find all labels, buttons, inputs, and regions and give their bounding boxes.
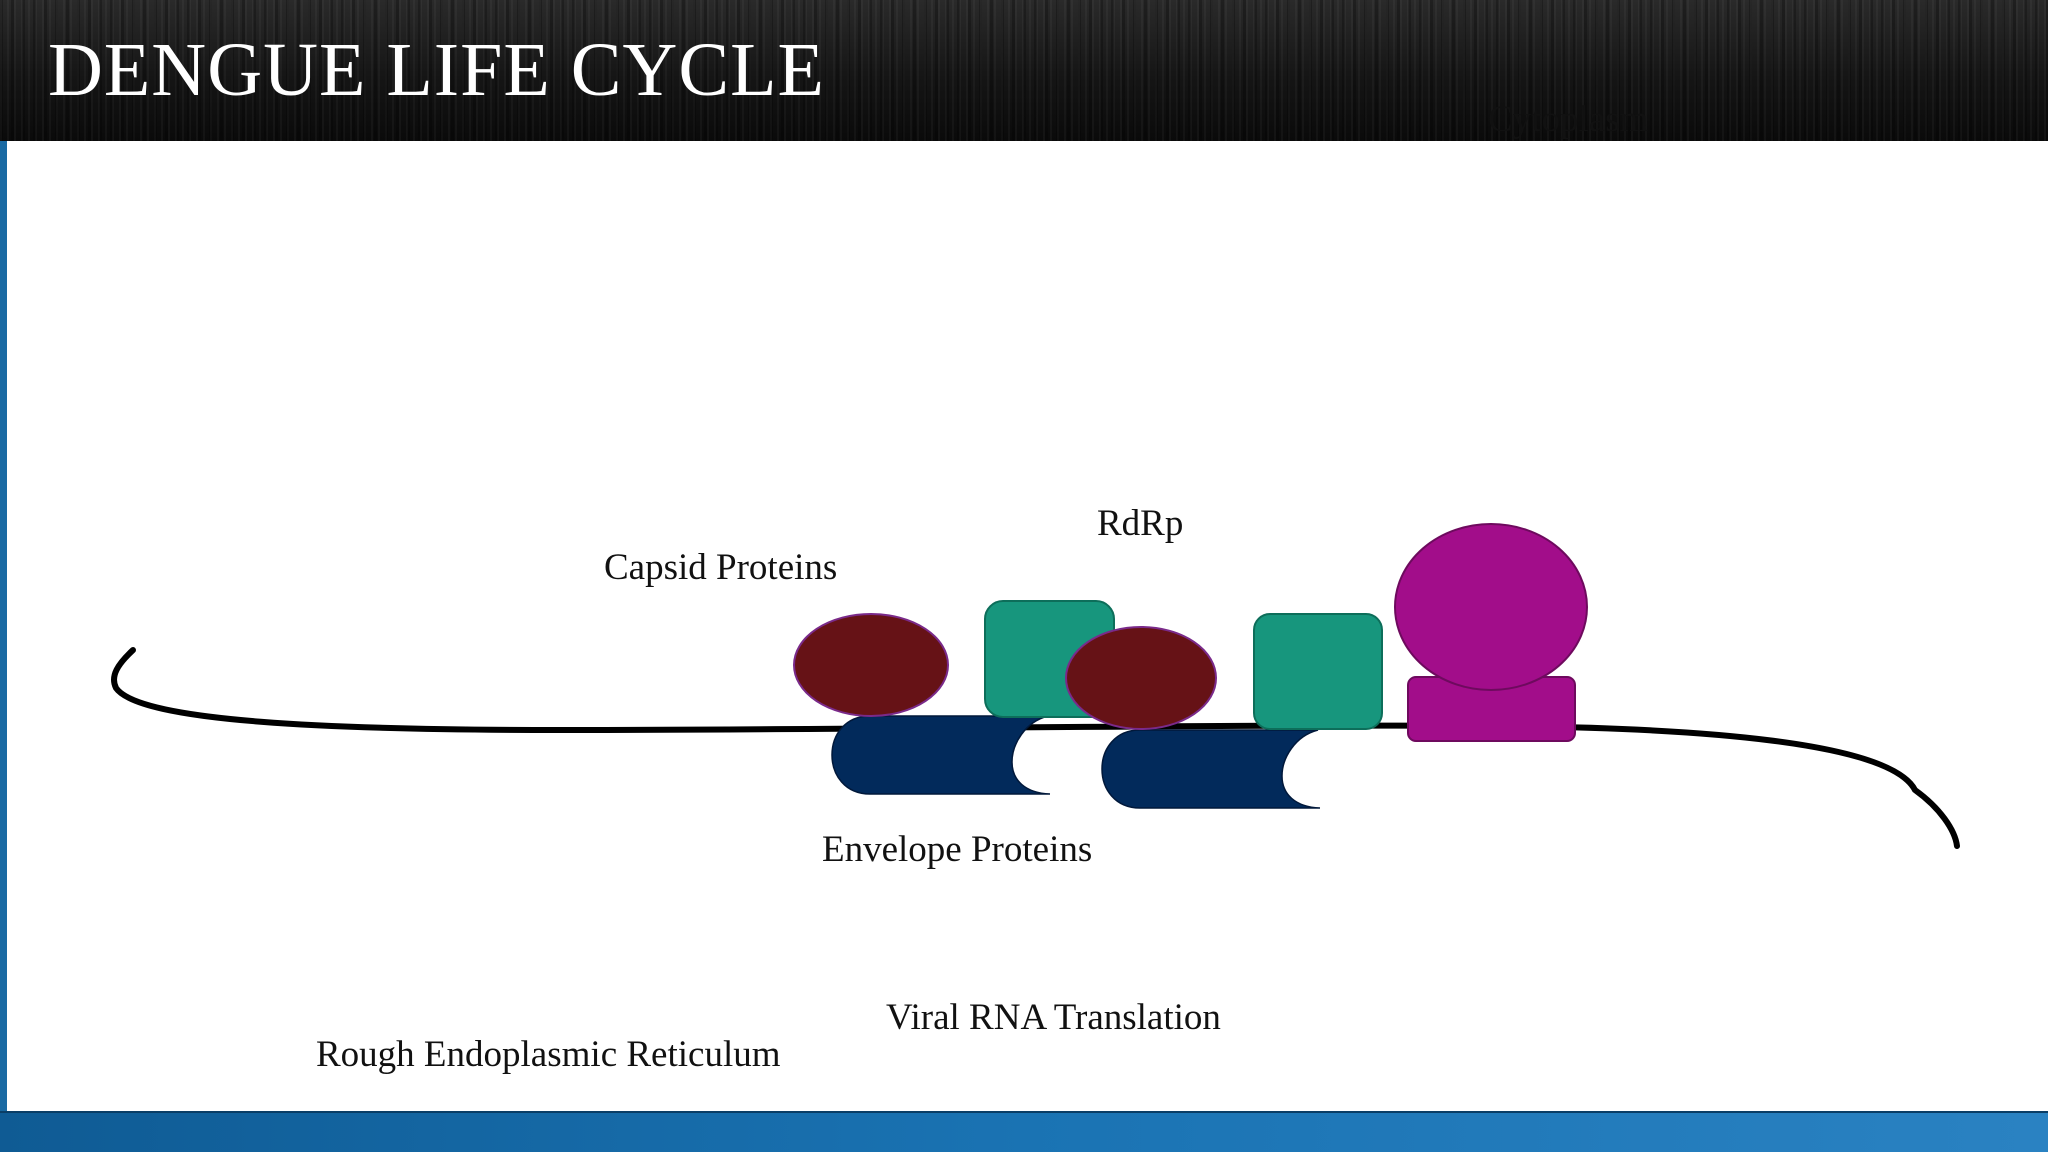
slide-left-edge <box>0 141 7 1111</box>
rdrp-2 <box>1253 613 1383 730</box>
rdrp-label: RdRp <box>1097 503 1184 544</box>
title-bar <box>0 0 2048 141</box>
slide-title: DENGUE LIFE CYCLE <box>48 28 825 112</box>
envelope-proteins-label: Envelope Proteins <box>822 829 1093 870</box>
rough-er-label: Rough Endoplasmic Reticulum <box>316 1034 781 1075</box>
ribosome-large-subunit <box>1394 523 1588 691</box>
cytoplasm-label: Cytoplasm <box>1488 99 1649 140</box>
capsid-protein-1 <box>793 613 949 717</box>
viral-rna-strand <box>111 647 1960 849</box>
capsid-protein-2 <box>1065 626 1217 730</box>
capsid-proteins-label: Capsid Proteins <box>604 547 838 588</box>
viral-rna-translation-label: Viral RNA Translation <box>886 997 1221 1038</box>
bottom-bar <box>0 1111 2048 1152</box>
envelope-protein-1 <box>831 715 1051 795</box>
envelope-protein-2 <box>1101 729 1321 809</box>
